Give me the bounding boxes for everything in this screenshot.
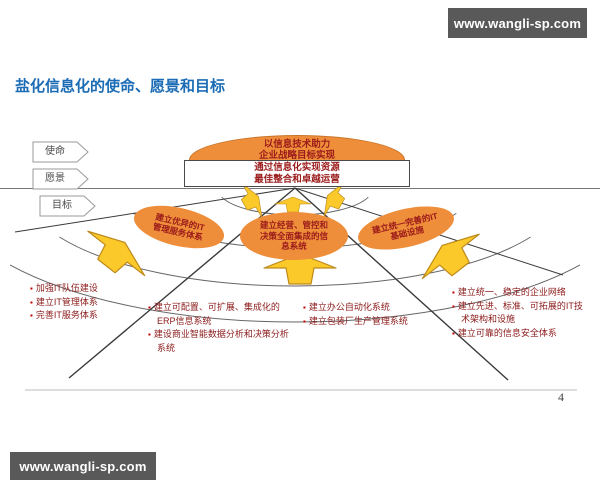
detail-list-erp-bi: 建立可配置、可扩展、集成化的ERP信息系统建设商业智能数据分析和决策分析系统 (148, 301, 290, 355)
small-arrow-center (274, 196, 312, 213)
list-item: 加强IT队伍建设 (30, 282, 148, 296)
watermark-url: www.wangli-sp.com (19, 458, 147, 474)
list-item: 建立IT管理体系 (30, 296, 148, 310)
big-arrow-right (421, 233, 480, 280)
list-item: 建设商业智能数据分析和决策分析系统 (148, 328, 290, 355)
list-item: 建立统一、稳定的企业网络 (452, 286, 590, 300)
chevron-vision (32, 168, 89, 190)
mission-line-2: 企业战略目标实现 (258, 150, 335, 161)
vision-line-2: 最佳整合和卓越运营 (254, 174, 340, 185)
chevron-goal (39, 195, 96, 217)
watermark-bar-top: www.wangli-sp.com (448, 8, 587, 38)
mission-banner: 以信息技术助力 企业战略目标实现 (189, 135, 405, 161)
page-title: 盐化信息化的使命、愿景和目标 (15, 78, 226, 95)
row-label-mission: 使命 (45, 146, 65, 157)
detail-list-it-team: 加强IT队伍建设建立IT管理体系完善IT服务体系 (30, 282, 148, 323)
chevron-mission (32, 141, 89, 163)
detail-list-network-security: 建立统一、稳定的企业网络建立先进、标准、可拓展的IT技术架构和设施建立可靠的信息… (452, 286, 590, 340)
list-item: 完善IT服务体系 (30, 309, 148, 323)
list-item: 建立可配置、可扩展、集成化的ERP信息系统 (148, 301, 290, 328)
list-item: 建立包装厂生产管理系统 (303, 315, 451, 329)
watermark-url: www.wangli-sp.com (453, 15, 582, 31)
list-item: 建立办公自动化系统 (303, 301, 451, 315)
mission-line-1: 以信息技术助力 (263, 139, 331, 150)
row-label-vision: 愿景 (45, 173, 65, 184)
detail-list-oa-production: 建立办公自动化系统建立包装厂生产管理系统 (303, 301, 451, 328)
vision-box: 通过信息化实现资源 最佳整合和卓越运营 (184, 160, 410, 187)
big-arrow-left (87, 230, 146, 277)
list-item: 建立先进、标准、可拓展的IT技术架构和设施 (452, 300, 590, 327)
goal-ellipse-information-system: 建立经营、管控和 决策全面集成的信 息系统 (240, 212, 348, 260)
vision-line-1: 通过信息化实现资源 (254, 162, 340, 173)
row-label-goal: 目标 (52, 200, 72, 211)
list-item: 建立可靠的信息安全体系 (452, 327, 590, 341)
big-arrow-center (263, 253, 337, 285)
watermark-bar-bottom: www.wangli-sp.com (10, 452, 156, 480)
page-number: 4 (558, 390, 564, 404)
